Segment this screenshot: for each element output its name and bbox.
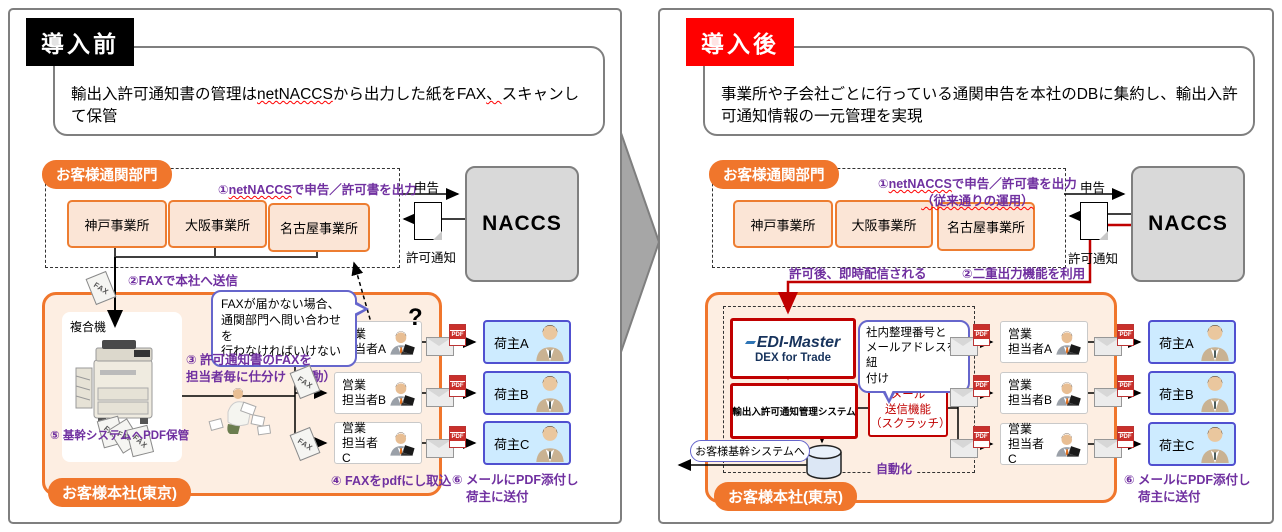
database-icon [804, 444, 844, 480]
pdf-icon: PDF [449, 324, 466, 346]
before-desc-part: スキャンして保管 [71, 86, 580, 126]
worker-laptop-icon [1052, 329, 1084, 355]
sales-rep-b: 営業担当者B [334, 372, 422, 414]
before-desc-part: から出力した紙をFAX [332, 86, 487, 103]
before-customs-dashed-box [45, 168, 400, 268]
businessman-icon [535, 424, 565, 462]
before-step5-label: ⑤ 基幹システムへPDF保管 [50, 430, 190, 442]
before-desc-netnaccs: netNACCS [257, 86, 333, 103]
businessman-icon [1200, 374, 1230, 412]
transition-arrow [620, 132, 661, 353]
shipper-c: 荷主C [1148, 422, 1236, 466]
sales-rep-c: 営業担当者C [334, 421, 422, 465]
mail-pdf-icon: PDF [950, 375, 992, 407]
pdf-icon: PDF [1117, 324, 1134, 346]
shipper-a: 荷主A [483, 320, 571, 364]
after-step2-label: ②二重出力機能を利用 [962, 267, 1086, 281]
after-desc-text: 事業所や子会社ごとに行っている通関申告を本社のDBに集約し、輸出入許可通知情報の… [721, 86, 1238, 126]
backbone-system-label: お客様基幹システムへ [690, 440, 810, 462]
shipper-c: 荷主C [483, 421, 571, 465]
envelope-icon [426, 439, 454, 458]
after-naccs-box: NACCS [1131, 166, 1245, 282]
pdf-icon: PDF [1117, 426, 1134, 448]
businessman-icon [1200, 425, 1230, 463]
edi-master-logo: EDI-Master [746, 334, 841, 352]
after-step6-label: ⑥ メールにPDF添付し 荷主に送付 [1124, 473, 1251, 504]
after-description-box: 事業所や子会社ごとに行っている通関申告を本社のDBに集約し、輸出入許可通知情報の… [703, 46, 1255, 136]
before-permit-doc-icon [414, 202, 442, 240]
before-naccs-box: NACCS [465, 166, 579, 282]
before-customs-dept-badge: お客様通関部門 [42, 160, 172, 189]
after-title-badge: 導入後 [686, 18, 794, 66]
mail-pdf-icon: PDF [426, 375, 468, 407]
worker-laptop-icon [386, 430, 418, 456]
before-step6-label: ⑥ メールにPDF添付し 荷主に送付 [452, 473, 579, 504]
pdf-icon: PDF [449, 426, 466, 448]
before-step4-label: ④ FAXをpdfにし取込 [331, 474, 452, 488]
before-hq-badge: お客様本社(東京) [48, 478, 191, 507]
automation-label: 自動化 [872, 460, 917, 477]
pdf-icon: PDF [449, 375, 466, 397]
dex-for-trade-label: DEX for Trade [754, 351, 832, 364]
mail-pdf-icon: PDF [426, 324, 468, 356]
shipper-b: 荷主B [483, 371, 571, 415]
before-desc-comma: 、 [486, 86, 502, 103]
after-permit-doc-icon [1080, 202, 1108, 240]
worker-laptop-icon [386, 329, 418, 355]
before-title-badge: 導入前 [26, 18, 134, 66]
after-step1-label: ①netNACCSで申告／許可書を出力 （従来通りの運用） [878, 177, 1077, 208]
pdf-icon: PDF [973, 324, 990, 346]
printer-icon [72, 330, 172, 434]
mail-pdf-icon: PDF [426, 426, 468, 458]
before-description-box: 輸出入許可通知書の管理はnetNACCSから出力した紙をFAX、スキャンして保管 [53, 46, 605, 136]
after-title: 導入後 [701, 31, 779, 57]
mail-pdf-icon: PDF [1094, 324, 1136, 356]
shipper-a: 荷主A [1148, 320, 1236, 364]
mail-pdf-icon: PDF [1094, 375, 1136, 407]
office-kobe: 神戸事業所 [67, 200, 167, 248]
sales-rep-c: 営業担当者C [1000, 422, 1088, 466]
permit-management-system-box: 輸出入許可通知管理システム [730, 383, 858, 439]
mail-pdf-icon: PDF [950, 426, 992, 458]
before-title: 導入前 [41, 31, 119, 57]
after-apply-label: 申告 [1080, 181, 1106, 195]
after-permit-label: 許可通知 [1068, 252, 1119, 266]
businessman-icon [535, 374, 565, 412]
before-desc-part: 輸出入許可通知書の管理は [71, 86, 258, 103]
pdf-icon: PDF [973, 375, 990, 397]
mail-pdf-icon: PDF [1094, 426, 1136, 458]
worker-laptop-icon [1052, 380, 1084, 406]
businessman-icon [535, 323, 565, 361]
before-step1-label: ①netNACCSで申告／許可書を出力 [218, 183, 417, 197]
pdf-icon: PDF [973, 426, 990, 448]
before-permit-label: 許可通知 [406, 251, 457, 265]
sorting-person-icon [208, 386, 272, 436]
office-nagoya: 名古屋事業所 [268, 203, 370, 252]
before-step2-label: ②FAXで本社へ送信 [128, 274, 238, 288]
immediate-delivery-label: 許可後、即時配信される [789, 267, 927, 281]
before-apply-label: 申告 [414, 181, 440, 195]
sales-rep-b: 営業担当者B [1000, 372, 1088, 414]
pdf-icon: PDF [1117, 375, 1134, 397]
worker-laptop-icon [1052, 431, 1084, 457]
mail-pdf-icon: PDF [950, 324, 992, 356]
question-mark: ? [408, 304, 423, 331]
businessman-icon [1200, 323, 1230, 361]
office-kobe: 神戸事業所 [733, 200, 833, 248]
sales-rep-a: 営業担当者A [1000, 321, 1088, 363]
printer-label: 複合機 [70, 320, 107, 334]
worker-laptop-icon [386, 380, 418, 406]
after-customs-dept-badge: お客様通関部門 [709, 160, 839, 189]
shipper-b: 荷主B [1148, 371, 1236, 415]
office-osaka: 大阪事業所 [168, 200, 267, 248]
after-hq-badge: お客様本社(東京) [714, 482, 857, 511]
edi-master-box: EDI-Master DEX for Trade [730, 318, 856, 379]
